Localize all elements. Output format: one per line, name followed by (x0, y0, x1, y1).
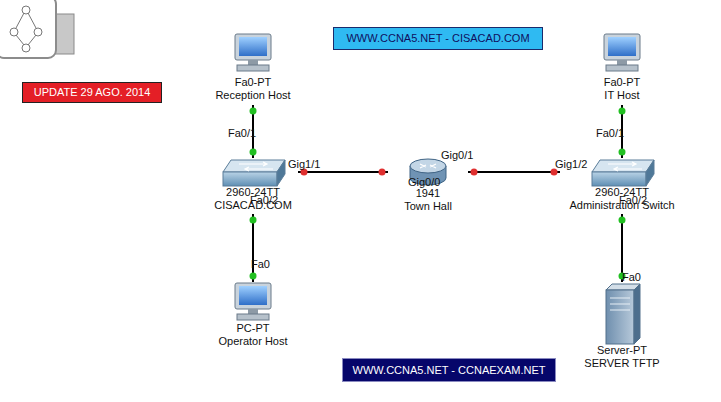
pc-icon (235, 34, 271, 71)
switch-icon (223, 160, 285, 186)
link-line (252, 214, 254, 282)
server-node: Server-PTSERVER TFTP (572, 282, 672, 372)
pc-icon (235, 283, 271, 320)
network-link (468, 169, 560, 176)
update-banner: UPDATE 29 AGO. 2014 (22, 82, 162, 103)
link-status-dot (619, 108, 626, 115)
device-label: IT Host (572, 89, 672, 102)
link-status-dot (471, 169, 478, 176)
device-label: SERVER TFTP (572, 357, 672, 370)
port-label: Gig1/2 (555, 158, 587, 171)
link-status-dot (619, 217, 626, 224)
server-icon (606, 284, 640, 344)
device-label: Reception Host (203, 89, 303, 102)
link-status-dot (619, 149, 626, 156)
link-status-dot (250, 149, 257, 156)
device-label: Fa0-PT (572, 76, 672, 89)
banner-text: WWW.CCNA5.NET - CISACAD.COM (346, 32, 529, 45)
port-label: Fa0/2 (250, 194, 278, 207)
banner-text: UPDATE 29 AGO. 2014 (34, 86, 151, 99)
link-line (298, 171, 388, 173)
port-label: Gig0/0 (408, 176, 440, 189)
network-link (250, 214, 257, 282)
port-label: Fa0 (251, 258, 270, 271)
banner-text: WWW.CCNA5.NET - CCNAEXAM.NET (353, 364, 546, 377)
link-status-dot (250, 108, 257, 115)
host-node: Fa0-PTIT Host (572, 33, 672, 105)
link-line (468, 171, 560, 173)
site-banner: WWW.CCNA5.NET - CISACAD.COM (333, 27, 543, 50)
device-label: Server-PT (572, 344, 672, 357)
pc-icon (604, 34, 640, 71)
link-status-dot (250, 217, 257, 224)
link-status-dot (250, 273, 257, 280)
port-label: Fa0/1 (596, 127, 624, 140)
port-label: Gig1/1 (288, 158, 320, 171)
port-label: Gig0/1 (441, 149, 473, 162)
device-label: Operator Host (203, 335, 303, 348)
device-label: Town Hall (388, 200, 468, 213)
switch-icon (592, 160, 654, 186)
device-label: Fa0-PT (203, 76, 303, 89)
port-label: Fa0/2 (619, 194, 647, 207)
host-node: PC-PTOperator Host (203, 282, 303, 350)
link-status-dot (379, 169, 386, 176)
port-label: Fa0/1 (228, 127, 256, 140)
port-label: Fa0 (622, 271, 641, 284)
device-label: PC-PT (203, 322, 303, 335)
device-label: 1941 (388, 187, 468, 200)
host-node: Fa0-PTReception Host (203, 33, 303, 105)
site-banner: WWW.CCNA5.NET - CCNAEXAM.NET (342, 358, 556, 382)
logic-icon (0, 0, 74, 58)
